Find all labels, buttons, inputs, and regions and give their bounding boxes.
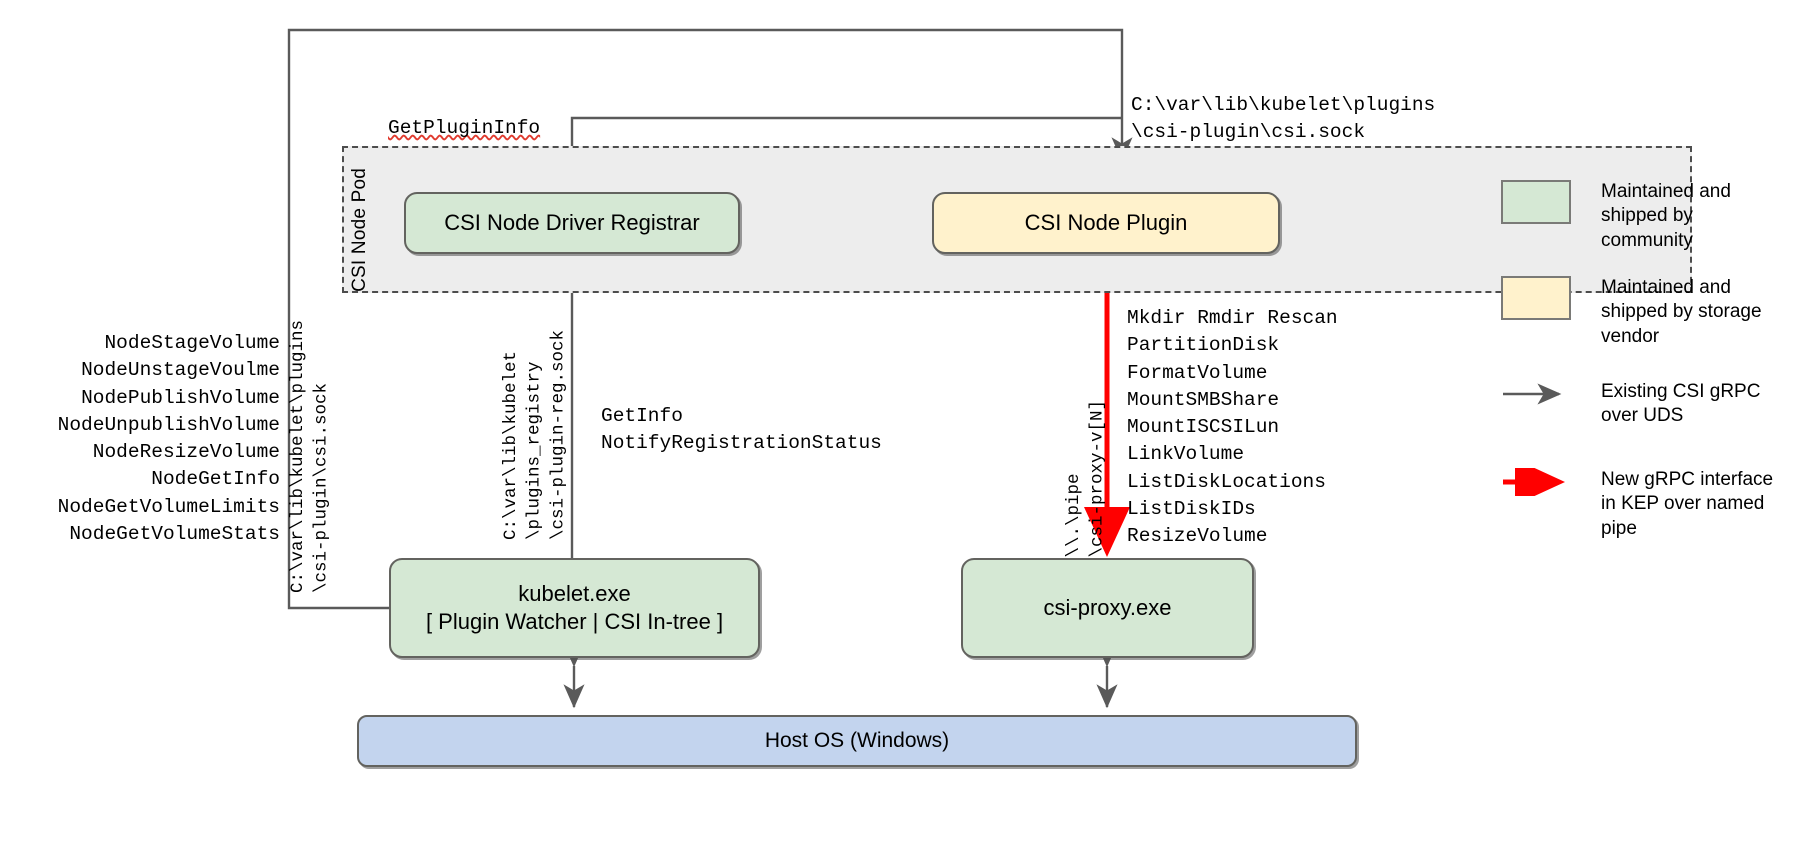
csi-proxy-exe-box[interactable]: csi-proxy.exe — [961, 558, 1254, 658]
csi-sock-path-vertical-label: C:\var\lib\kubelet\plugins \csi-plugin\c… — [288, 320, 332, 594]
legend-item-existing-grpc: Existing CSI gRPC over UDS — [1501, 380, 1776, 429]
kubelet-exe-box[interactable]: kubelet.exe [ Plugin Watcher | CSI In-tr… — [389, 558, 760, 658]
csi-proxy-operations-list: Mkdir Rmdir Rescan PartitionDisk FormatV… — [1127, 307, 1338, 548]
csi-node-plugin-label: CSI Node Plugin — [1024, 209, 1188, 235]
legend-swatch-green-icon — [1501, 180, 1571, 224]
legend-label-existing-grpc: Existing CSI gRPC over UDS — [1601, 381, 1761, 427]
get-plugin-info-label: GetPluginInfo — [388, 115, 540, 142]
kubelet-exe-subtitle: [ Plugin Watcher | CSI In-tree ] — [425, 609, 724, 634]
legend-gray-arrow-icon — [1501, 380, 1571, 408]
csi-node-plugin-box[interactable]: CSI Node Plugin — [932, 192, 1280, 254]
host-os-label: Host OS (Windows) — [764, 728, 950, 752]
kubelet-exe-title: kubelet.exe — [518, 580, 631, 606]
host-os-box[interactable]: Host OS (Windows) — [357, 715, 1357, 767]
legend-label-new-grpc: New gRPC interface in KEP over named pip… — [1601, 469, 1774, 539]
node-operations-list: NodeStageVolume NodeUnstageVoulme NodePu… — [57, 332, 280, 546]
csi-node-driver-registrar-box[interactable]: CSI Node Driver Registrar — [404, 192, 740, 254]
legend-item-community: Maintained and shipped by community — [1501, 180, 1776, 253]
csi-proxy-exe-label: csi-proxy.exe — [1043, 594, 1172, 620]
legend-label-vendor: Maintained and shipped by storage vendor — [1601, 277, 1762, 347]
legend-item-new-grpc: New gRPC interface in KEP over named pip… — [1501, 459, 1776, 541]
legend-item-vendor: Maintained and shipped by storage vendor — [1501, 276, 1776, 349]
plugins-registry-sock-vertical-label: C:\var\lib\kubelet \plugins_registry \cs… — [501, 330, 569, 541]
get-plugin-info-text: GetPluginInfo — [388, 117, 541, 139]
csi-sock-path-label: C:\var\lib\kubelet\plugins \csi-plugin\c… — [1131, 94, 1436, 144]
csi-node-pod-label: CSI Node Pod — [349, 168, 370, 292]
csi-node-driver-registrar-label: CSI Node Driver Registrar — [444, 209, 700, 235]
legend-swatch-yellow-icon — [1501, 276, 1571, 320]
kubelet-exe-label-group: kubelet.exe [ Plugin Watcher | CSI In-tr… — [426, 580, 723, 636]
registration-calls-list: GetInfo NotifyRegistrationStatus — [601, 405, 882, 455]
legend-red-arrow-icon — [1501, 459, 1571, 505]
legend-label-community: Maintained and shipped by community — [1601, 181, 1731, 251]
named-pipe-vertical-label: \\.\pipe \csi-proxy-v[N] — [1064, 400, 1108, 558]
